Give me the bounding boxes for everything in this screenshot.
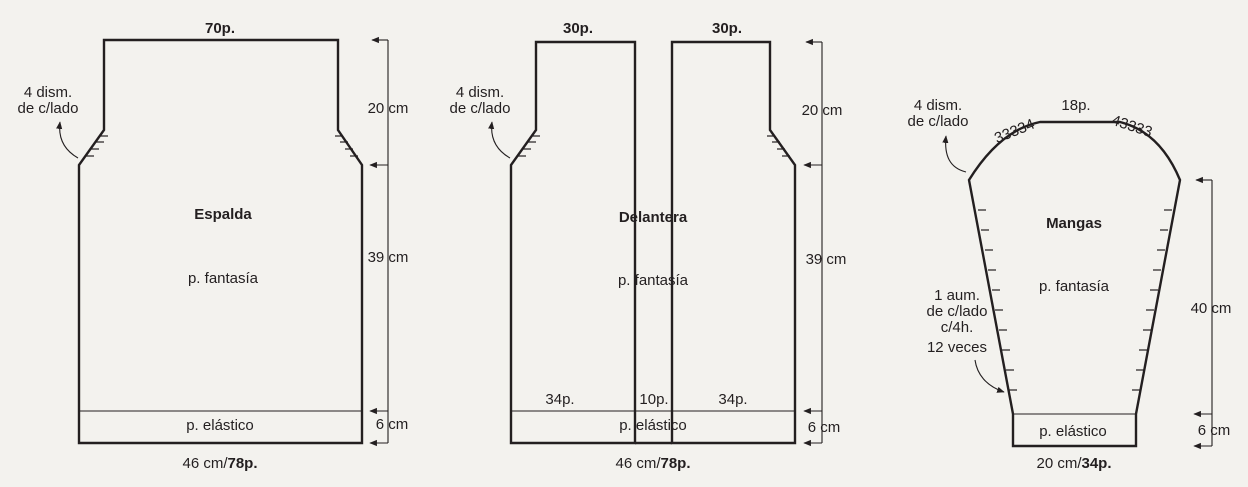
front-left-outline bbox=[509, 40, 637, 445]
front-rib-right-stitches: 34p. bbox=[718, 391, 747, 408]
front-body-measure: 39 cm bbox=[806, 251, 847, 268]
sleeve-rib-measure: 6 cm bbox=[1198, 422, 1231, 439]
front-rib-label: p. elástico bbox=[619, 417, 687, 434]
sleeve-increase-note-1: 1 aum. bbox=[934, 287, 980, 304]
sleeve-decrease-note-2: de c/lado bbox=[908, 113, 969, 130]
sleeve-increase-note-2: de c/lado bbox=[927, 303, 988, 320]
sleeve-decrease-arrow bbox=[942, 135, 967, 173]
back-decrease-note-2: de c/lado bbox=[18, 100, 79, 117]
sleeve-stitch: p. fantasía bbox=[1039, 278, 1110, 295]
back-title: Espalda bbox=[194, 206, 252, 223]
back-piece: 70p. 4 dism. de c/lado Espalda p. fantas… bbox=[18, 20, 409, 472]
sleeve-cap-right-counts: 43333 bbox=[1109, 112, 1154, 141]
sleeve-measure-scale bbox=[1193, 176, 1213, 450]
front-decrease-note-1: 4 dism. bbox=[456, 84, 504, 101]
front-armhole-measure: 20 cm bbox=[802, 102, 843, 119]
sleeve-title: Mangas bbox=[1046, 215, 1102, 232]
back-top-stitches: 70p. bbox=[205, 20, 235, 37]
front-width: 46 cm/78p. bbox=[615, 455, 690, 472]
back-body-measure: 39 cm bbox=[368, 249, 409, 266]
front-decrease-arrow bbox=[488, 121, 511, 159]
sleeve-decrease-note-1: 4 dism. bbox=[914, 97, 962, 114]
sleeve-cap-top-stitches: 18p. bbox=[1061, 97, 1090, 114]
front-rib-center-stitches: 10p. bbox=[639, 391, 668, 408]
sleeve-cap-left-counts: 33334 bbox=[992, 116, 1037, 147]
front-measure-scale bbox=[803, 38, 823, 447]
back-decrease-arrow bbox=[56, 121, 79, 159]
sleeve-width: 20 cm/34p. bbox=[1036, 455, 1111, 472]
front-right-outline bbox=[670, 40, 797, 445]
back-stitch: p. fantasía bbox=[188, 270, 259, 287]
front-piece: 30p. 30p. 4 dism. de c/lado Delantera p.… bbox=[450, 20, 847, 472]
back-decrease-note-1: 4 dism. bbox=[24, 84, 72, 101]
sleeve-outline bbox=[967, 120, 1182, 448]
back-width: 46 cm/78p. bbox=[182, 455, 257, 472]
sleeve-piece: 4 dism. de c/lado 33334 18p. 43333 Manga… bbox=[908, 97, 1232, 472]
sleeve-increase-note-4: 12 veces bbox=[927, 339, 987, 356]
sleeve-increase-marks bbox=[978, 209, 1172, 391]
back-outline bbox=[77, 38, 364, 445]
front-top-left-stitches: 30p. bbox=[563, 20, 593, 37]
front-title: Delantera bbox=[619, 209, 688, 226]
front-top-right-stitches: 30p. bbox=[712, 20, 742, 37]
front-armhole-decrease-marks bbox=[518, 135, 790, 157]
back-rib-label: p. elástico bbox=[186, 417, 254, 434]
front-rib-left-stitches: 34p. bbox=[545, 391, 574, 408]
front-rib-measure: 6 cm bbox=[808, 419, 841, 436]
front-stitch: p. fantasía bbox=[618, 272, 689, 289]
sleeve-length-measure: 40 cm bbox=[1191, 300, 1232, 317]
back-measure-scale bbox=[369, 36, 389, 447]
back-rib-measure: 6 cm bbox=[376, 416, 409, 433]
sleeve-rib-label: p. elástico bbox=[1039, 423, 1107, 440]
front-decrease-note-2: de c/lado bbox=[450, 100, 511, 117]
back-armhole-decrease-marks bbox=[86, 135, 358, 157]
back-armhole-measure: 20 cm bbox=[368, 100, 409, 117]
sleeve-increase-arrow bbox=[974, 359, 1005, 393]
sleeve-increase-note-3: c/4h. bbox=[941, 319, 974, 336]
